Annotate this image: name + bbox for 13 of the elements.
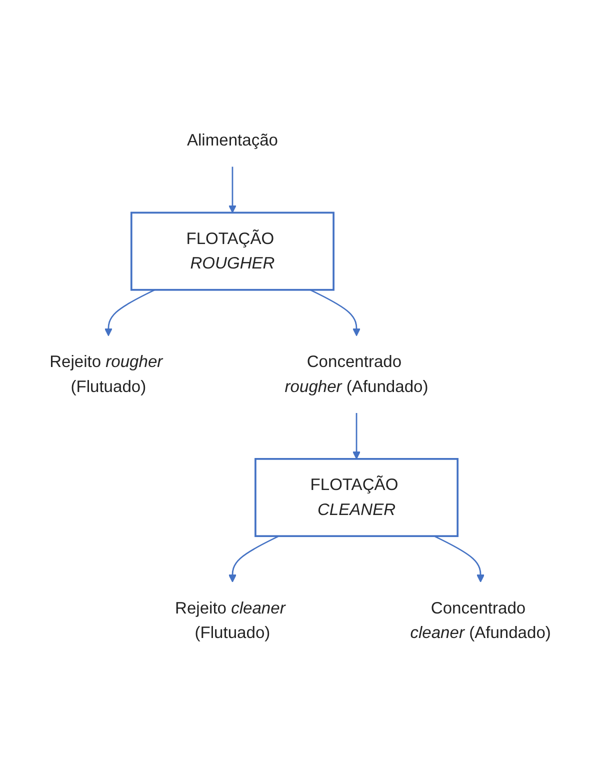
arrow bbox=[104, 289, 156, 336]
node-box: FLOTAÇÃO CLEANER bbox=[254, 458, 459, 538]
arrow bbox=[310, 289, 361, 336]
arrow bbox=[434, 536, 485, 583]
arrow bbox=[228, 536, 280, 583]
node-text: Alimentação bbox=[186, 131, 278, 150]
arrow bbox=[228, 166, 237, 214]
node-text: Rejeito cleaner (Flutuado) bbox=[175, 598, 286, 642]
arrow bbox=[352, 413, 361, 460]
node-text: Concentrado cleaner (Afundado) bbox=[410, 598, 551, 642]
node-box: FLOTAÇÃO ROUGHER bbox=[130, 212, 334, 291]
node-text: Concentrado rougher (Afundado) bbox=[284, 352, 428, 396]
node-text: Rejeito rougher (Flutuado) bbox=[50, 352, 163, 396]
